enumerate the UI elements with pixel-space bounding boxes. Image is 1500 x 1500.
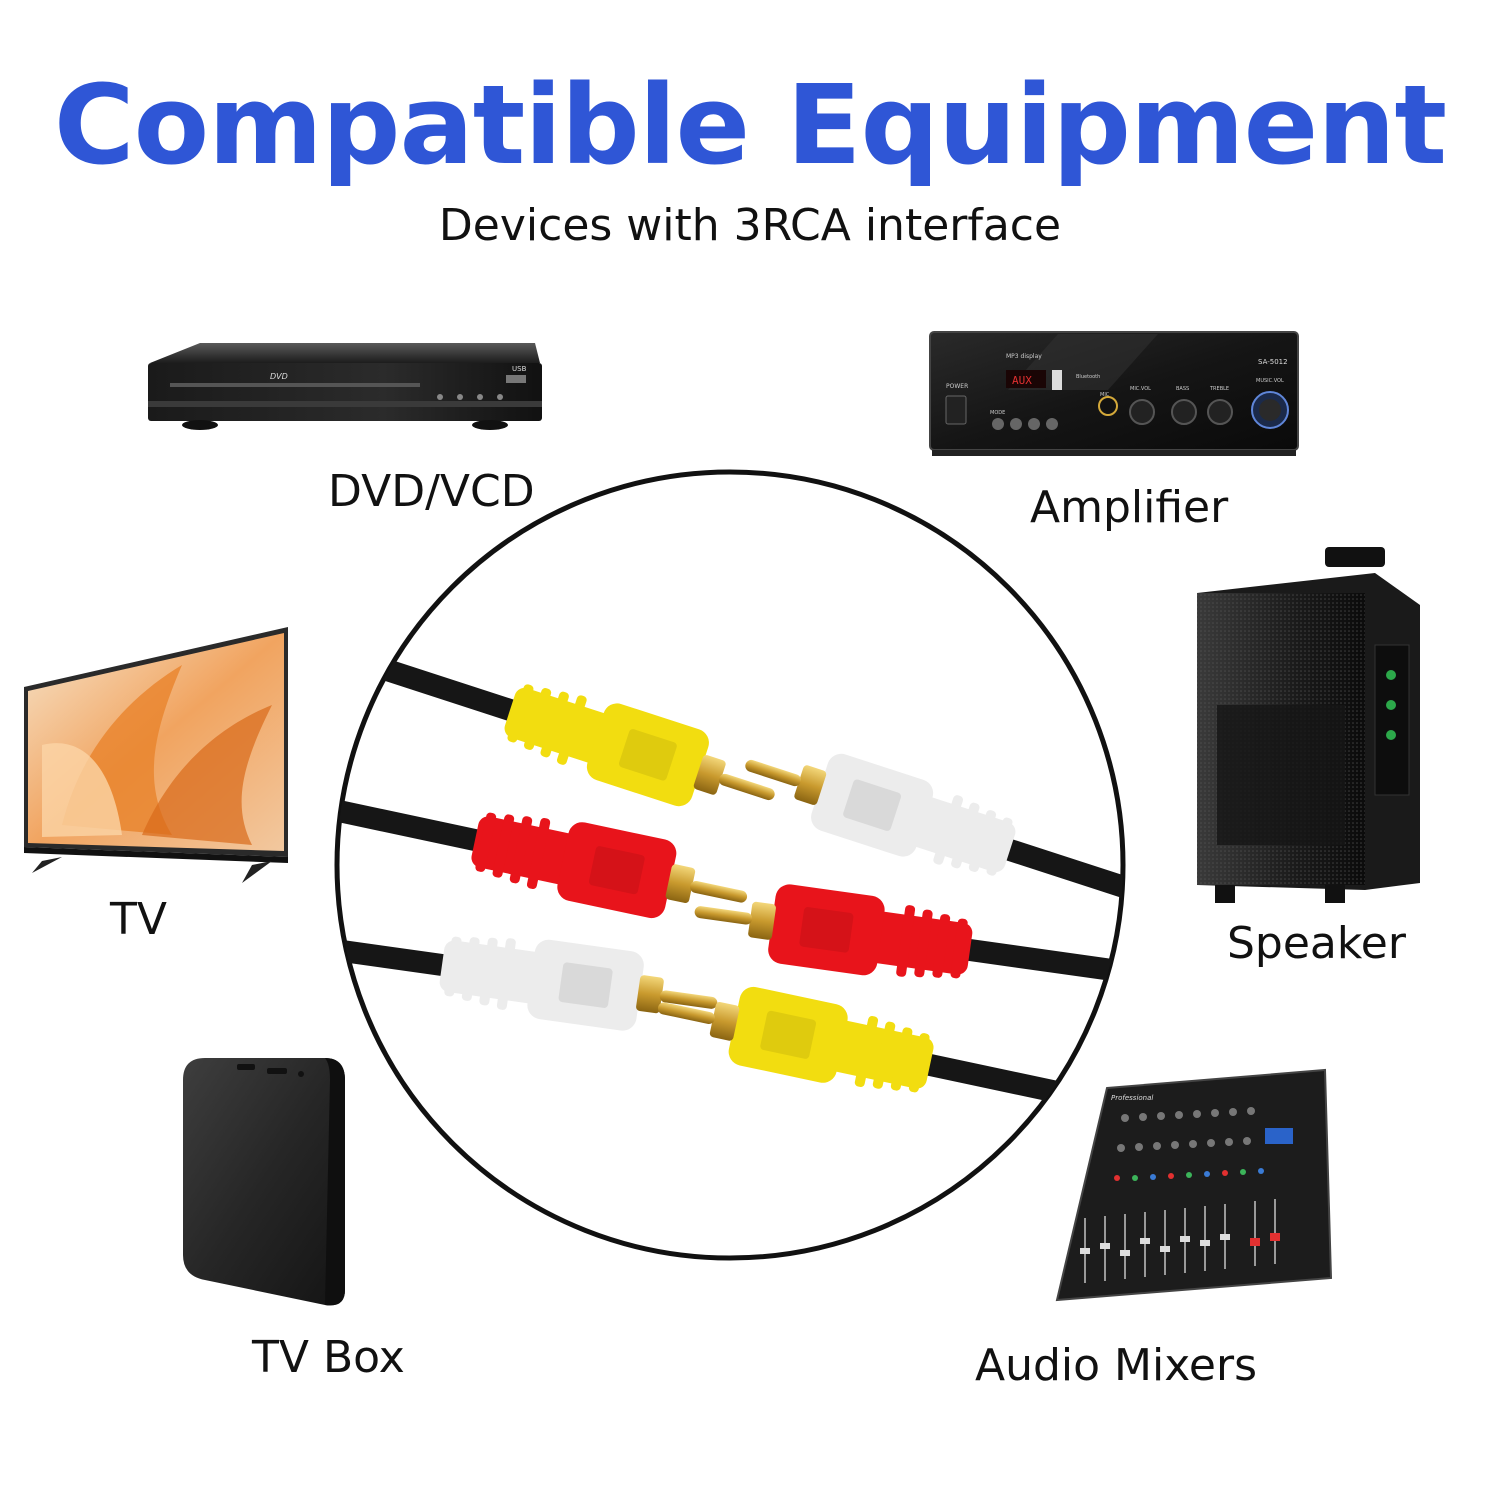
- svg-text:MUSIC.VOL: MUSIC.VOL: [1256, 378, 1284, 384]
- svg-text:MIC.VOL: MIC.VOL: [1130, 386, 1151, 392]
- svg-text:AUX: AUX: [1012, 374, 1032, 387]
- svg-text:MIC: MIC: [1100, 392, 1110, 398]
- svg-text:MP3 display: MP3 display: [1006, 353, 1042, 360]
- label-tv-box: TV Box: [252, 1332, 405, 1383]
- dvd-player-icon: DVD USB: [140, 335, 550, 435]
- tv-box-icon: [175, 1050, 350, 1310]
- tv-icon: [22, 625, 294, 905]
- svg-text:Professional: Professional: [1111, 1094, 1153, 1102]
- label-audio-mixers: Audio Mixers: [975, 1340, 1258, 1391]
- audio-mixer-icon: Professional: [1055, 1068, 1333, 1308]
- svg-text:BASS: BASS: [1176, 386, 1189, 392]
- label-tv: TV: [110, 894, 167, 945]
- svg-text:DVD: DVD: [270, 372, 288, 381]
- svg-text:Bluetooth: Bluetooth: [1076, 374, 1100, 380]
- page-subtitle: Devices with 3RCA interface: [438, 200, 1062, 251]
- label-dvd-vcd: DVD/VCD: [328, 466, 535, 517]
- label-speaker: Speaker: [1227, 918, 1406, 969]
- page-title: Compatible Equipment: [53, 61, 1447, 189]
- svg-text:USB: USB: [512, 365, 527, 373]
- svg-text:POWER: POWER: [946, 383, 968, 390]
- label-amplifier: Amplifier: [1030, 482, 1229, 533]
- svg-text:MODE: MODE: [990, 410, 1005, 416]
- svg-text:SA-5012: SA-5012: [1258, 358, 1288, 366]
- speaker-icon: [1195, 545, 1425, 910]
- rca-cable-icon: [330, 465, 1130, 1265]
- amplifier-icon: MP3 display Bluetooth SA-5012 AUX POWER …: [928, 330, 1308, 460]
- svg-text:TREBLE: TREBLE: [1209, 386, 1229, 392]
